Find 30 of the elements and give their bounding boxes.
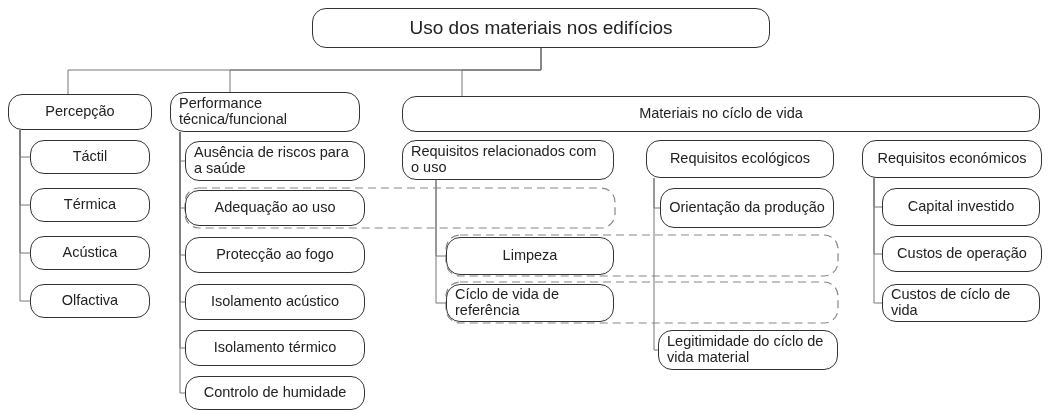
rounded-box: Limpeza <box>446 237 614 275</box>
rounded-box: Custos de cíclo de vida <box>882 284 1040 322</box>
rounded-box: Acústica <box>30 236 150 270</box>
rounded-box: Requisitos económicos <box>862 140 1042 178</box>
rounded-box: Isolamento acústico <box>185 284 365 320</box>
connector-line <box>653 177 659 351</box>
rounded-box: Adequação ao uso <box>185 190 365 226</box>
rounded-box: Capital investido <box>882 188 1040 226</box>
rounded-box: Táctil <box>30 140 150 174</box>
rounded-box: Controlo de humidade <box>185 376 365 410</box>
rounded-box: Custos de operação <box>882 236 1042 272</box>
rounded-box: Materiais no cíclo de vida <box>402 96 1040 132</box>
rounded-box: Protecção ao fogo <box>185 237 365 273</box>
connector-line <box>461 47 542 97</box>
connector-line <box>435 179 447 304</box>
connector-line <box>19 129 31 302</box>
connector-line <box>873 177 883 304</box>
rounded-box: Cíclo de vida de referência <box>446 284 614 322</box>
connector-line <box>179 131 186 394</box>
rounded-box: Performance técnica/funcional <box>170 92 360 132</box>
rounded-box: Olfactiva <box>30 284 150 318</box>
rounded-box: Isolamento térmico <box>185 330 365 366</box>
rounded-box: Legitimidade do cíclo de vida material <box>658 330 838 370</box>
rounded-box: Requisitos relacionados com o uso <box>402 140 614 180</box>
rounded-box: Uso dos materiais nos edifícios <box>312 8 770 48</box>
rounded-box: Térmica <box>30 188 150 222</box>
rounded-box: Orientação da produção <box>660 188 834 228</box>
rounded-box: Ausência de riscos para a saúde <box>185 141 365 181</box>
rounded-box: Requisitos ecológicos <box>646 140 834 178</box>
rounded-box: Percepção <box>8 94 152 130</box>
